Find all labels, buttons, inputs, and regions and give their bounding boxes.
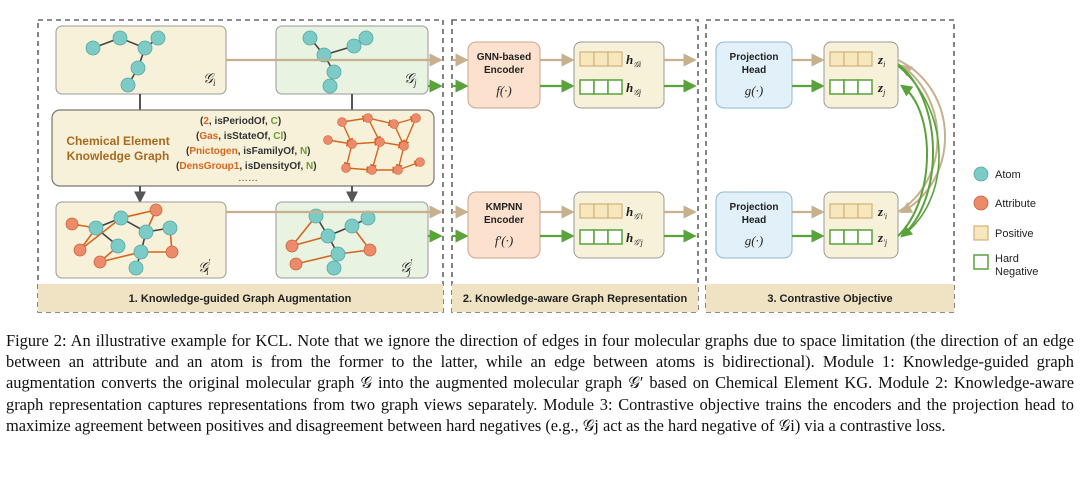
- graph-i-aug-label: 𝒢′i: [198, 258, 211, 277]
- attribute-nodes: [323, 113, 425, 175]
- projection-head-bottom: Projection Head g(·): [715, 191, 793, 259]
- triple-2: (Gas, isStateOf, Cl): [196, 131, 287, 142]
- z-vector-box-bottom: z′i z′j: [823, 191, 899, 259]
- legend-atom-swatch: [973, 166, 989, 182]
- arrows-m1-m2: [226, 53, 443, 243]
- h-vector-box-bottom: h𝒢′i h𝒢′j: [573, 191, 665, 259]
- legend-positive-swatch: [973, 225, 989, 241]
- triple-4: (DensGroup1, isDensityOf, N): [176, 161, 317, 172]
- graph-g-i: 𝒢i: [55, 25, 227, 95]
- proj-top-line1: Projection: [730, 52, 779, 63]
- triple-1: (2, isPeriodOf, C): [200, 116, 281, 127]
- h-vector-box-top: h𝒢i h𝒢j: [573, 41, 665, 109]
- gnn-encoder-box: GNN-based Encoder f(·): [467, 41, 541, 109]
- triple-3: (Pnictogen, isFamilyOf, N): [186, 146, 311, 157]
- z-j-label: zj: [877, 80, 886, 97]
- graph-g-i-augmented: 𝒢′i: [55, 201, 227, 279]
- proj-top-line2: Head: [742, 65, 766, 76]
- encoder1-line2: Encoder: [484, 65, 524, 76]
- encoder1-fn: f(·): [496, 83, 512, 98]
- proj-bottom-line2: Head: [742, 215, 766, 226]
- figure-caption: Figure 2: An illustrative example for KC…: [6, 331, 1074, 435]
- attribute-nodes: [285, 239, 377, 271]
- module-1-footer-bg: [38, 284, 443, 312]
- kg-title-line2: Knowledge Graph: [67, 149, 170, 163]
- module-2-panel: 2. Knowledge-aware Graph Representation …: [451, 19, 699, 313]
- module-3-footer-bg: [706, 284, 954, 312]
- graph-j-aug-label: 𝒢′j: [400, 258, 413, 277]
- encoder2-fn: f′(·): [495, 233, 513, 248]
- module-2-footer-bg: [452, 284, 698, 312]
- legend-hard-negative-swatch: [973, 254, 989, 270]
- proj-top-fn: g(·): [745, 83, 763, 98]
- positive-vector-z-i: [829, 51, 873, 67]
- legend-hard-negative-line2: Negative: [995, 266, 1038, 278]
- module-3-panel: 3. Contrastive Objective Projection Head…: [705, 19, 955, 313]
- atom-nodes: [88, 210, 178, 276]
- legend: Atom Attribute Positive Hard Negative: [973, 166, 1038, 278]
- encoder2-line2: Encoder: [484, 215, 524, 226]
- module-1-panel: 1. Knowledge-guided Graph Augmentation 𝒢…: [37, 19, 444, 313]
- graph-j-label: 𝒢j: [404, 72, 417, 88]
- legend-hard-negative-line1: Hard: [995, 253, 1019, 265]
- positive-vector-z-i-aug: [829, 203, 873, 219]
- contrastive-arrows: [897, 59, 946, 238]
- atom-nodes: [302, 30, 374, 94]
- triple-ellipsis: ……: [238, 173, 258, 184]
- kmpnn-encoder-box: KMPNN Encoder f′(·): [467, 191, 541, 259]
- kg-title-line1: Chemical Element: [66, 134, 169, 148]
- module-2-footer: 2. Knowledge-aware Graph Representation: [463, 293, 688, 305]
- encoder1-line1: GNN-based: [477, 52, 531, 63]
- negative-vector-h-j: [579, 79, 623, 95]
- negative-vector-h-j-aug: [579, 229, 623, 245]
- proj-bottom-fn: g(·): [745, 233, 763, 248]
- h-g-i-label: h𝒢i: [626, 52, 641, 69]
- kcl-diagram: 1. Knowledge-guided Graph Augmentation 𝒢…: [37, 19, 1038, 313]
- positive-vector-h-i: [579, 51, 623, 67]
- atom-nodes: [308, 208, 376, 276]
- atom-nodes: [85, 30, 166, 93]
- h-g-j-aug-label: h𝒢′j: [626, 230, 644, 247]
- negative-vector-z-j-aug: [829, 229, 873, 245]
- z-j-aug-label: z′j: [877, 230, 888, 247]
- module-1-footer: 1. Knowledge-guided Graph Augmentation: [129, 293, 352, 305]
- z-vector-box-top: zi zj: [823, 41, 899, 109]
- proj-bottom-line1: Projection: [730, 202, 779, 213]
- h-g-i-aug-label: h𝒢′i: [626, 204, 643, 221]
- projection-head-top: Projection Head g(·): [715, 41, 793, 109]
- module-3-footer: 3. Contrastive Objective: [767, 293, 892, 305]
- chemical-element-kg-box: Chemical Element Knowledge Graph (2, isP…: [51, 109, 435, 187]
- negative-vector-z-j: [829, 79, 873, 95]
- legend-positive-label: Positive: [995, 228, 1034, 240]
- graph-g-j-augmented: 𝒢′j: [275, 201, 429, 279]
- z-i-label: zi: [877, 52, 885, 69]
- legend-attribute-label: Attribute: [995, 198, 1036, 210]
- h-g-j-label: h𝒢j: [626, 80, 642, 97]
- graph-i-label: 𝒢i: [203, 72, 216, 88]
- legend-atom-label: Atom: [995, 169, 1021, 181]
- kg-triples: (2, isPeriodOf, C) (Gas, isStateOf, Cl) …: [176, 116, 317, 184]
- z-i-aug-label: z′i: [877, 204, 887, 221]
- legend-attribute-swatch: [973, 195, 989, 211]
- positive-vector-h-i-aug: [579, 203, 623, 219]
- encoder2-line1: KMPNN: [486, 202, 523, 213]
- attribute-nodes: [65, 203, 179, 269]
